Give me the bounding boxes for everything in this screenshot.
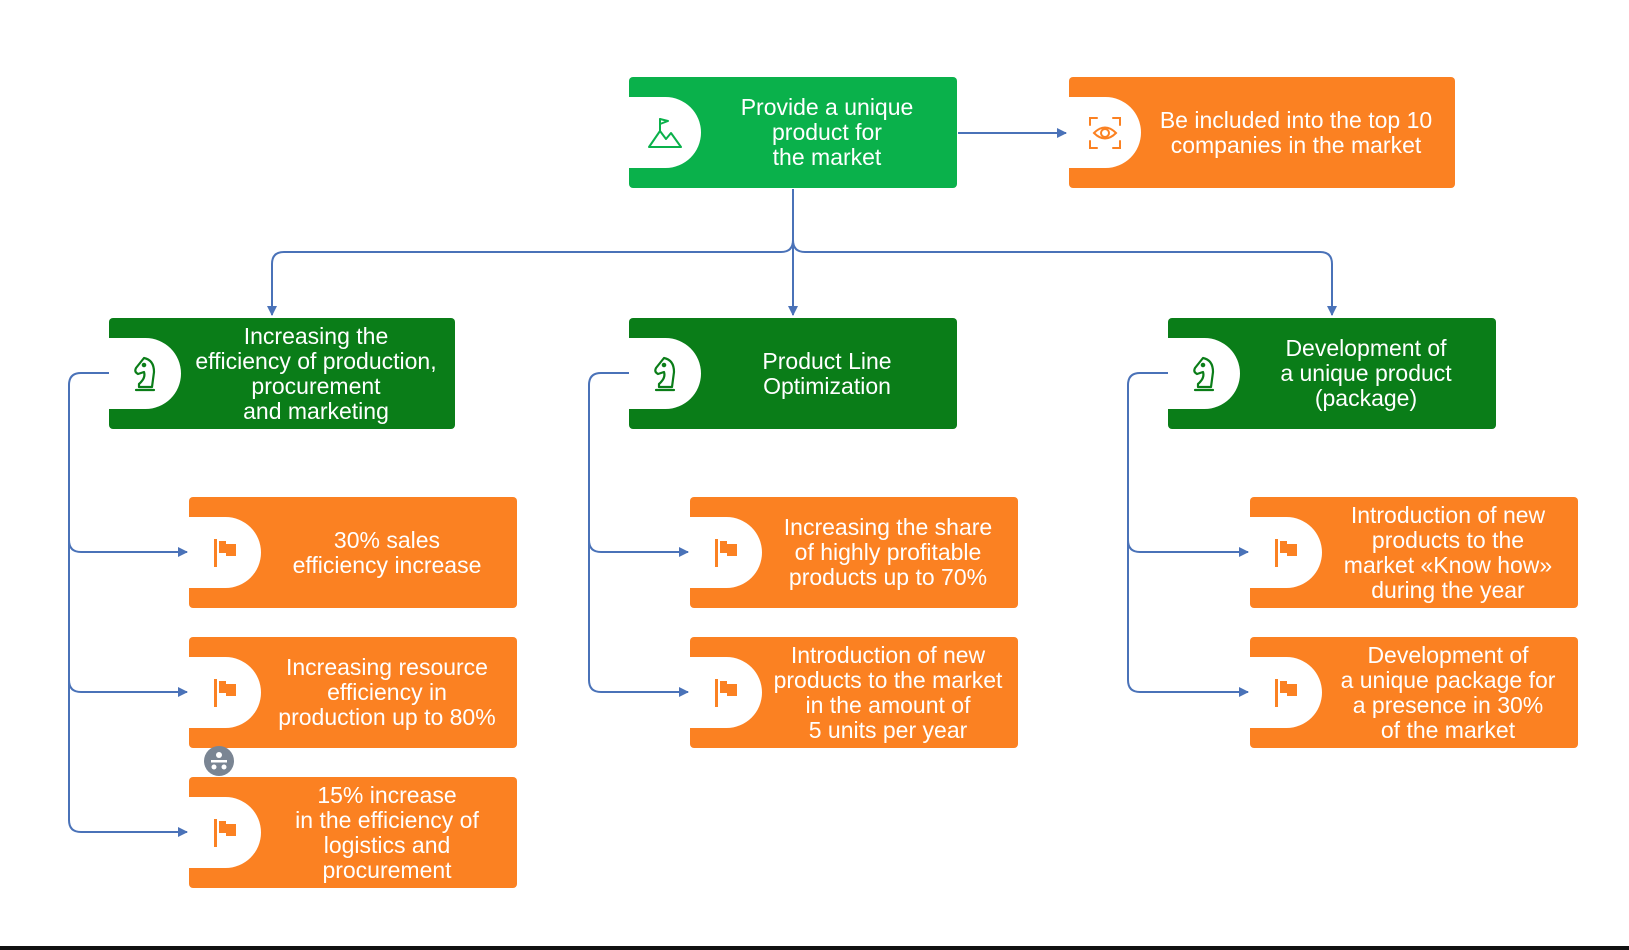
connector-product-line-spine <box>588 372 689 697</box>
goal-package-label: Development of a unique package for a pr… <box>1340 641 1556 743</box>
goal-logistics-node[interactable]: 15% increase in the efficiency of logist… <box>189 777 517 888</box>
goal-know-how-icon-tab <box>1250 517 1322 588</box>
flag-icon <box>715 538 737 567</box>
flag-icon <box>715 678 737 707</box>
top10-goal-node[interactable]: Be included into the top 10 companies in… <box>1069 77 1455 188</box>
goal-sales-label: 30% sales efficiency increase <box>292 526 482 578</box>
branch-product-line-label: Product Line Optimization <box>762 347 892 399</box>
flag-icon <box>1275 538 1297 567</box>
branch-unique-product-label: Development of a unique product (package… <box>1280 335 1452 411</box>
connector-product-line-to-share <box>588 539 689 557</box>
goal-logistics-icon-tab <box>189 797 261 868</box>
connector-efficiency-spine <box>68 372 188 837</box>
chess-knight-icon <box>654 356 676 391</box>
node-handle-icon[interactable] <box>204 746 234 776</box>
connector-root-to-efficiency <box>267 239 794 316</box>
connector-efficiency-to-resource <box>68 679 188 697</box>
flag-icon <box>1275 678 1297 707</box>
bottom-border <box>0 946 1629 950</box>
goal-share-icon-tab <box>690 517 762 588</box>
goal-package-node[interactable]: Development of a unique package for a pr… <box>1250 637 1578 748</box>
flag-icon <box>214 818 236 847</box>
connector-unique-product-spine <box>1127 372 1249 697</box>
goal-share-label: Increasing the share of highly profitabl… <box>783 514 993 590</box>
goal-know-how-label: Introduction of new products to the mark… <box>1343 501 1553 603</box>
branch-unique-product-node[interactable]: Development of a unique product (package… <box>1168 318 1496 429</box>
goal-sales-icon-tab <box>189 517 261 588</box>
connector-efficiency-to-sales <box>68 539 188 557</box>
top10-goal-label: Be included into the top 10 companies in… <box>1159 106 1433 158</box>
connector-unique-product-to-know-how <box>1127 539 1249 557</box>
branch-efficiency-label: Increasing the efficiency of production,… <box>195 322 437 424</box>
branch-product-line-node[interactable]: Product Line Optimization <box>629 318 957 429</box>
branch-product-line-icon-tab <box>629 338 701 409</box>
goal-resource-icon-tab <box>189 657 261 728</box>
top10-goal-icon-tab <box>1069 97 1141 168</box>
root-goal-icon-tab <box>629 97 701 168</box>
goal-share-node[interactable]: Increasing the share of highly profitabl… <box>690 497 1018 608</box>
chess-knight-icon <box>1193 356 1215 391</box>
goal-new-products-icon-tab <box>690 657 762 728</box>
root-goal-label: Provide a unique product for the market <box>740 94 914 170</box>
root-goal-node[interactable]: Provide a unique product for the market <box>629 77 957 188</box>
goal-resource-node[interactable]: Increasing resource efficiency in produc… <box>189 637 517 748</box>
branch-efficiency-node[interactable]: Increasing the efficiency of production,… <box>109 318 455 429</box>
flag-icon <box>214 678 236 707</box>
eye-scan-icon <box>1089 116 1121 149</box>
mountain-flag-icon <box>648 117 682 148</box>
goal-resource-label: Increasing resource efficiency in produc… <box>278 654 496 730</box>
goal-new-products-node[interactable]: Introduction of new products to the mark… <box>690 637 1018 748</box>
goal-sales-node[interactable]: 30% sales efficiency increase <box>189 497 517 608</box>
branch-efficiency-icon-tab <box>109 338 181 409</box>
branch-unique-product-icon-tab <box>1168 338 1240 409</box>
chess-knight-icon <box>134 356 156 391</box>
flag-icon <box>214 538 236 567</box>
goal-know-how-node[interactable]: Introduction of new products to the mark… <box>1250 497 1578 608</box>
goal-logistics-label: 15% increase in the efficiency of logist… <box>295 781 479 883</box>
goal-package-icon-tab <box>1250 657 1322 728</box>
connector-root-to-unique-product <box>792 239 1337 316</box>
goal-new-products-label: Introduction of new products to the mark… <box>773 641 1003 743</box>
